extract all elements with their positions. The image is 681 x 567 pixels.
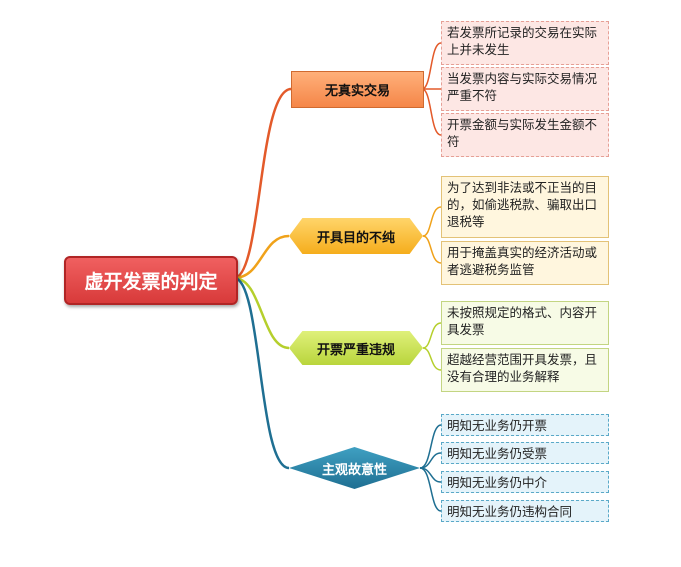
leaf-node: 用于掩盖真实的经济活动或者逃避税务监管 (441, 241, 609, 285)
leaf-node: 超越经营范围开具发票，且没有合理的业务解释 (441, 348, 609, 392)
leaf-node: 明知无业务仍开票 (441, 414, 609, 436)
root-node: 虚开发票的判定 (64, 256, 238, 305)
leaf-node: 当发票内容与实际交易情况严重不符 (441, 67, 609, 111)
leaf-node: 若发票所记录的交易在实际上并未发生 (441, 21, 609, 65)
branch-serious-violation: 开票严重违规 (289, 331, 423, 365)
leaf-node: 明知无业务仍受票 (441, 442, 609, 464)
leaf-node: 未按照规定的格式、内容开具发票 (441, 301, 609, 345)
leaf-node: 明知无业务仍中介 (441, 471, 609, 493)
leaf-node: 为了达到非法或不正当的目的，如偷逃税款、骗取出口退税等 (441, 176, 609, 238)
leaf-node: 明知无业务仍违构合同 (441, 500, 609, 522)
branch-impure-purpose: 开具目的不纯 (289, 218, 423, 254)
leaf-node: 开票金额与实际发生金额不符 (441, 113, 609, 157)
branch-no-real-transaction: 无真实交易 (291, 71, 424, 108)
